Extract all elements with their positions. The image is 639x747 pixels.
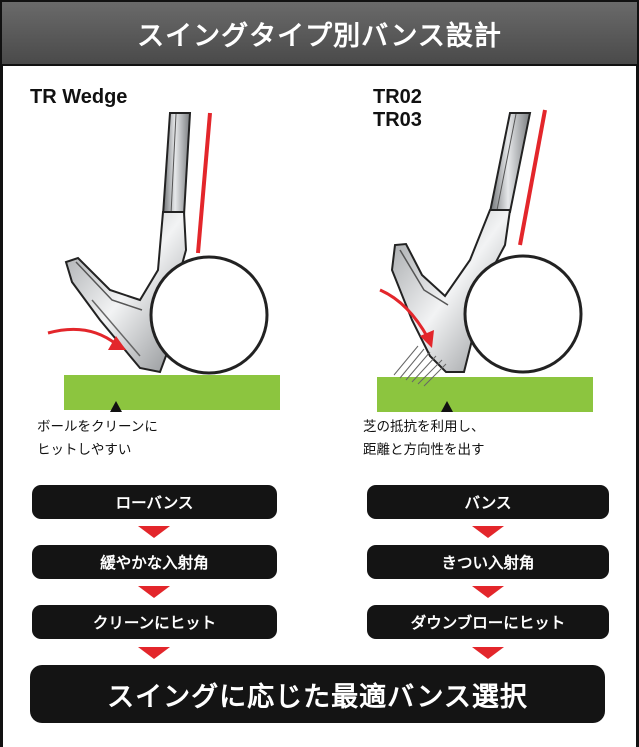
left-arrow-head (108, 336, 126, 350)
left-step-3: クリーンにヒット (32, 605, 277, 639)
right-arrow-3 (472, 647, 504, 659)
left-illustration (47, 112, 280, 412)
left-shaft (161, 112, 192, 216)
right-arrow-head (420, 330, 434, 348)
left-attack-arrow (47, 327, 117, 346)
left-arrow-2 (138, 586, 170, 598)
right-model-label-1: TR02 (373, 86, 422, 108)
left-note-line-1: ボールをクリーンに (37, 419, 158, 435)
right-illustration (377, 109, 593, 412)
right-turf (377, 377, 593, 412)
right-step-3: ダウンブローにヒット (367, 605, 609, 639)
right-arrow-2 (472, 586, 504, 598)
left-turf (64, 375, 280, 410)
left-model-label: TR Wedge (30, 86, 128, 108)
right-attack-arrow (379, 288, 430, 339)
left-arrow-1 (138, 526, 170, 538)
page-title: スイングタイプ別バンス設計 (137, 20, 502, 52)
conclusion-banner: スイングに応じた最適バンス選択 (30, 665, 605, 723)
left-step-1: ローバンス (32, 485, 277, 519)
right-note-line-2: 距離と方向性を出す (363, 442, 485, 458)
left-ball (149, 255, 269, 375)
left-arrow-3 (138, 647, 170, 659)
right-shaft (488, 112, 532, 213)
left-step-2: 緩やかな入射角 (32, 545, 277, 579)
right-arrow-1 (472, 526, 504, 538)
left-pointer-triangle (110, 401, 122, 412)
right-model-label-2: TR03 (373, 109, 422, 131)
right-note-line-1: 芝の抵抗を利用し、 (363, 419, 485, 435)
right-ball (463, 254, 583, 374)
right-shaft-lean-line (518, 109, 547, 246)
right-pointer-triangle (441, 401, 453, 412)
left-note-line-2: ヒットしやすい (37, 442, 132, 458)
title-banner: スイングタイプ別バンス設計 (0, 0, 639, 66)
right-step-1: バンス (367, 485, 609, 519)
left-shaft-lean-line (196, 112, 212, 254)
right-step-2: きつい入射角 (367, 545, 609, 579)
right-turf-resistance-lines (393, 345, 447, 387)
